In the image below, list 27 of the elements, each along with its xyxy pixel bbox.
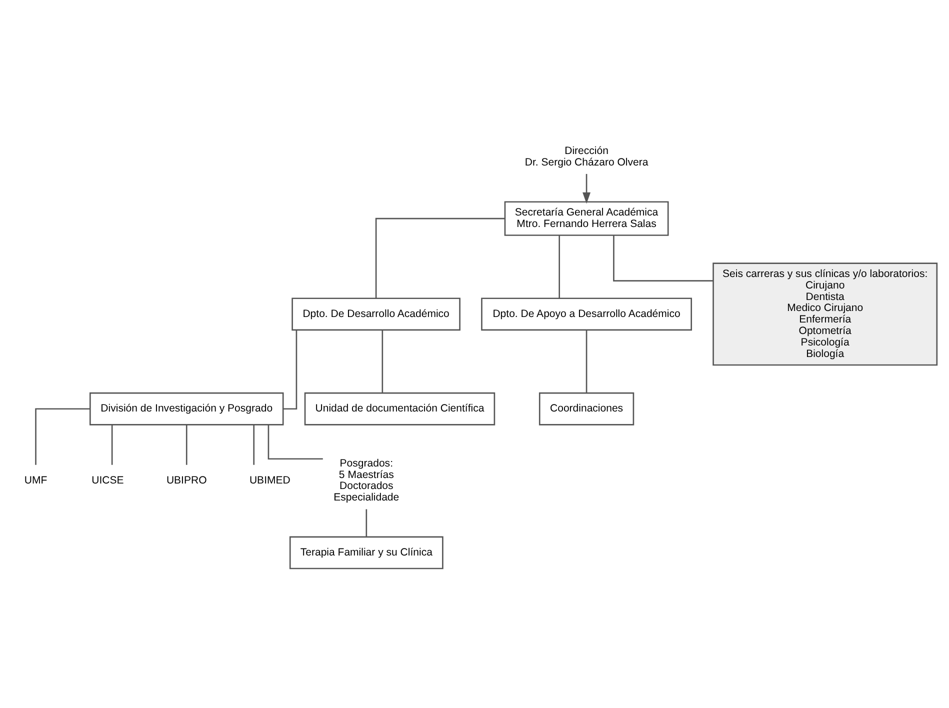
node-text: UBIPRO [166,474,207,486]
node-box: Dpto. De Apoyo a Desarrollo Académico [481,297,692,330]
node-box: Secretaría General Académica Mtro. Fernando Herrera Salas [504,200,669,236]
node-box: Terapia Familiar y su Clínica [289,536,444,569]
connector [375,217,505,298]
node-box: División de Investigación y Posgrado [90,392,284,425]
connector [111,424,113,464]
node-text: Posgrados: 5 Maestrías Doctorados Especialidade [334,456,400,504]
node-box: Dpto. De Desarrollo Académico [292,297,460,330]
connector [268,424,323,460]
connector [186,424,188,464]
node-text: UICSE [92,474,124,486]
connector [586,330,588,393]
connector [253,424,255,464]
connector [558,234,560,298]
node-box: Unidad de documentación Científica [304,392,496,425]
connector [382,330,384,393]
node-box: Seis carreras y sus clínicas y/o laboratorios: Cirujano Dentista Medico Cirujano Enfermería Optometría Psicología Biología [712,262,938,366]
connector [283,330,298,410]
node-text: UMF [24,474,48,486]
node-text: Dirección Dr. Sergio Cházaro Olvera [524,144,648,168]
arrow [582,173,591,204]
node-text: UBIMED [249,474,290,486]
node-box: Coordinaciones [538,392,634,425]
connector [35,408,90,464]
connector [366,508,368,536]
connector [613,234,714,281]
